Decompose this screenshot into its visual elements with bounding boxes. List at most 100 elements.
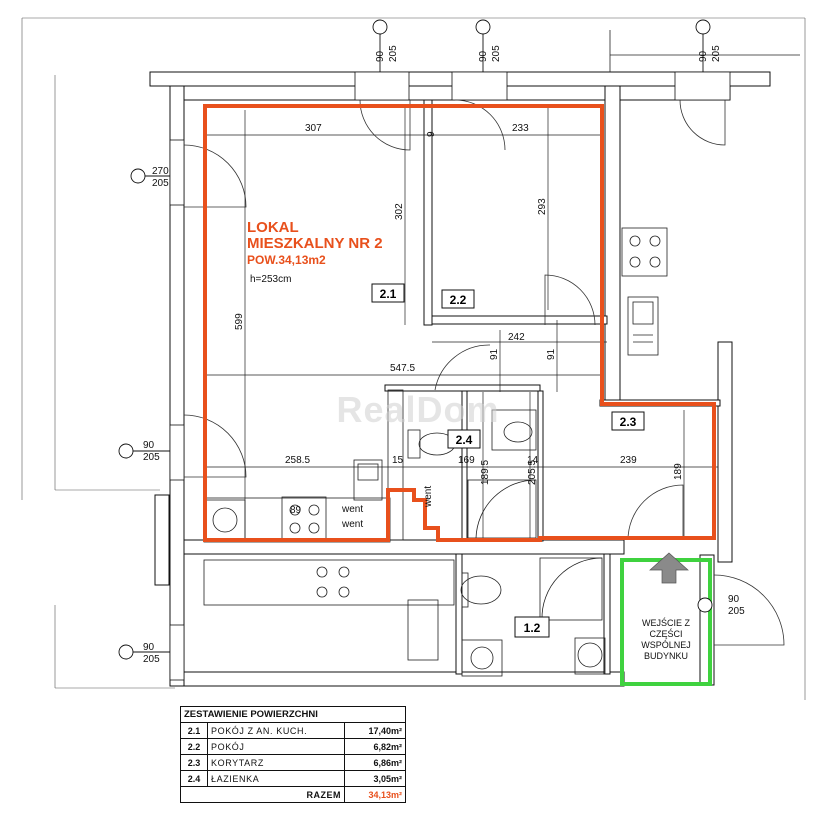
unit-title-line2: MIESZKALNY NR 2: [247, 235, 383, 252]
dimension-lines: [205, 108, 718, 540]
shower-icon-2: [539, 557, 603, 621]
vent-label: went: [423, 486, 434, 508]
row-code: 2.3: [180, 754, 208, 771]
opening-marker-right: [697, 597, 713, 613]
room-code-1-2: 1.2: [524, 621, 541, 635]
dim-label: 189.5: [480, 460, 491, 485]
opening-label-w: 90: [728, 594, 740, 605]
table-total-row: RAZEM 34,13m²: [180, 786, 406, 803]
opening-marker-top-1: [372, 19, 388, 35]
dim-label: 189: [673, 463, 684, 480]
opening-label-w: 270: [152, 166, 169, 177]
unit-height: h=253cm: [250, 274, 291, 285]
unit-title-line1: LOKAL: [247, 219, 299, 236]
opening-label-w: 90: [143, 440, 155, 451]
table-row: 2.4 ŁAZIENKA 3,05m²: [180, 770, 406, 787]
dim-label: 91: [546, 348, 557, 360]
opening-marker-left-1: [130, 168, 146, 184]
opening-label-h: 205: [143, 452, 160, 463]
room-codes: 2.1 2.2 2.3 2.4 1.2: [371, 283, 645, 638]
room-code-2-3: 2.3: [620, 415, 637, 429]
watermark: RealDom: [336, 389, 499, 430]
vent-label: went: [341, 519, 363, 530]
dim-label: 599: [234, 313, 245, 330]
row-code: 2.2: [180, 738, 208, 755]
dim-label: 14: [527, 455, 539, 466]
dim-label: 293: [537, 198, 548, 215]
opening-label-w: 90: [698, 50, 709, 62]
row-area: 6,82m²: [344, 738, 406, 755]
table-row: 2.1 POKÓJ Z AN. KUCH. 17,40m²: [180, 722, 406, 739]
svg-text:CZĘŚCI: CZĘŚCI: [649, 628, 682, 639]
row-area: 3,05m²: [344, 770, 406, 787]
room-code-2-2: 2.2: [450, 293, 467, 307]
window-top-2: [451, 71, 508, 101]
window-left-3: [169, 624, 185, 681]
row-code: 2.4: [180, 770, 208, 787]
area-summary-table: ZESTAWIENIE POWIERZCHNI 2.1 POKÓJ Z AN. …: [180, 706, 406, 803]
dimension-labels: 307 9 233 302 293 599 242 91 91 547.5 25…: [234, 123, 684, 516]
opening-label-h: 205: [152, 178, 169, 189]
svg-text:BUDYNKU: BUDYNKU: [644, 651, 688, 661]
opening-label-h: 205: [388, 45, 399, 62]
unit-outline: [203, 104, 716, 542]
dim-label: 258.5: [285, 455, 310, 466]
unit-area: POW.34,13m2: [247, 253, 326, 267]
window-left-1: [169, 139, 185, 206]
dim-label: 89: [290, 505, 302, 516]
table-header-row: ZESTAWIENIE POWIERZCHNI: [180, 706, 406, 723]
stove-top-icon: [621, 227, 668, 277]
vent-labels: went went went: [341, 486, 434, 530]
svg-text:WEJŚCIE Z: WEJŚCIE Z: [642, 617, 691, 628]
opening-label-w: 90: [375, 50, 386, 62]
unit-title: LOKAL MIESZKALNY NR 2 POW.34,13m2: [247, 219, 383, 267]
dim-label: 9: [426, 131, 437, 137]
dim-label: 15: [392, 455, 404, 466]
entrance-label: WEJŚCIE Z CZĘŚCI WSPÓLNEJ BUDYNKU: [641, 617, 691, 661]
washing-machine-icon-2: [461, 639, 503, 677]
shower-icon: [467, 479, 537, 539]
door-swings: [183, 99, 785, 646]
room-code-2-1: 2.1: [380, 287, 397, 301]
opening-label-w: 90: [478, 50, 489, 62]
room-code-2-4: 2.4: [456, 433, 473, 447]
row-name: ŁAZIENKA: [207, 770, 345, 787]
opening-label-h: 205: [143, 654, 160, 665]
row-name: KORYTARZ: [207, 754, 345, 771]
entrance-arrow-icon: [649, 552, 689, 584]
opening-marker-top-2: [475, 19, 491, 35]
row-name: POKÓJ Z AN. KUCH.: [207, 722, 345, 739]
dim-label: 307: [305, 123, 322, 134]
row-area: 6,86m²: [344, 754, 406, 771]
toilet-icon-2: [460, 572, 502, 608]
washbasin-icon: [491, 409, 537, 451]
svg-text:WSPÓLNEJ: WSPÓLNEJ: [641, 640, 691, 650]
opening-marker-top-3: [695, 19, 711, 35]
window-left-2: [169, 424, 185, 481]
dim-label: 242: [508, 332, 525, 343]
vent-label: went: [341, 504, 363, 515]
window-top-1: [354, 71, 410, 101]
sink-icon: [627, 296, 659, 356]
opening-label-h: 205: [491, 45, 502, 62]
window-top-3: [674, 71, 731, 101]
opening-markers: [118, 19, 713, 660]
grid-lines: [21, 17, 806, 700]
dim-label: 547.5: [390, 363, 415, 374]
opening-marker-left-3: [118, 644, 134, 660]
windows: [169, 71, 731, 681]
opening-label-h: 205: [711, 45, 722, 62]
opening-marker-left-2: [118, 443, 134, 459]
total-label: RAZEM: [180, 786, 345, 803]
row-area: 17,40m²: [344, 722, 406, 739]
dim-label: 91: [489, 348, 500, 360]
row-name: POKÓJ: [207, 738, 345, 755]
outer-walls: [149, 30, 800, 687]
table-row: 2.3 KORYTARZ 6,86m²: [180, 754, 406, 771]
washbasin-icon-2: [574, 637, 606, 675]
sink-icon-2: [353, 459, 383, 501]
table-row: 2.2 POKÓJ 6,82m²: [180, 738, 406, 755]
total-value: 34,13m²: [344, 786, 406, 803]
dim-label: 302: [394, 203, 405, 220]
